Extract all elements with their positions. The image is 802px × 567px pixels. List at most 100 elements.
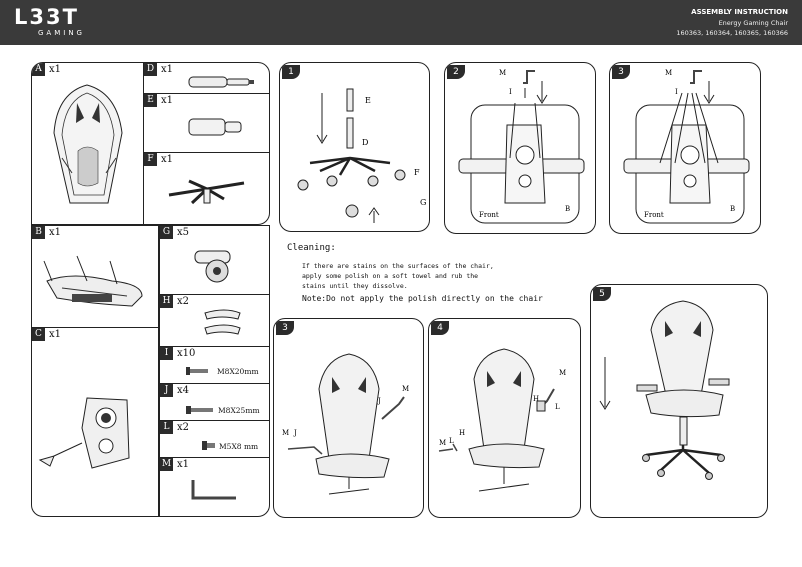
part-qty: x2	[177, 296, 190, 307]
label-i: I	[675, 88, 678, 96]
part-tag: I	[160, 347, 173, 360]
label-i: I	[509, 88, 512, 96]
part-c-panel: C x1	[31, 327, 159, 517]
label-b: B	[730, 205, 735, 213]
step-3b-panel: 3 M J M J	[273, 318, 424, 518]
bolt-spec: M8X20mm	[217, 367, 259, 376]
label-b: B	[565, 205, 570, 213]
label-h-2: H	[459, 429, 465, 437]
doc-title: ASSEMBLY INSTRUCTION	[691, 8, 788, 16]
step-4-illustration: M L H M L H	[438, 348, 566, 492]
cleaning-title: Cleaning:	[287, 243, 336, 253]
part-j-panel: J x4 M8X25mm	[159, 383, 270, 421]
label-m-2: M	[439, 439, 446, 447]
part-d-panel: D x1	[143, 62, 270, 94]
star-base-illustration	[168, 179, 245, 205]
allen-key-icon	[191, 480, 236, 500]
part-qty: x5	[177, 227, 190, 238]
chair-backrest-illustration	[53, 84, 123, 204]
label-m-2: M	[282, 429, 289, 437]
step-3a-panel: 3 M I Front B	[609, 62, 761, 234]
label-f: F	[414, 168, 420, 177]
label-e: E	[365, 96, 371, 105]
part-qty: x4	[177, 385, 190, 396]
cleaning-line-1: If there are stains on the surfaces of t…	[302, 262, 494, 270]
label-m: M	[665, 69, 672, 77]
step-3b-illustration: M J M J	[282, 353, 409, 495]
part-m-panel: M x1	[159, 457, 270, 517]
part-tag: C	[32, 328, 45, 341]
part-g-panel: G x5	[159, 225, 270, 295]
part-qty: x10	[177, 348, 196, 359]
part-tag: B	[32, 226, 45, 239]
mechanism-illustration	[38, 397, 130, 469]
part-qty: x1	[161, 64, 174, 75]
part-qty: x1	[161, 154, 174, 165]
seat-illustration	[43, 255, 143, 307]
part-i-panel: I x10 M8X20mm	[159, 346, 270, 384]
bolt-spec: M8X25mm	[218, 406, 260, 415]
part-qty: x1	[49, 64, 62, 75]
step-number: 2	[447, 65, 465, 79]
step-number: 3	[276, 321, 294, 335]
part-qty: x1	[177, 459, 190, 470]
armrest-bracket-illustration	[204, 309, 241, 335]
part-f-panel: F x1	[143, 152, 270, 225]
label-m: M	[559, 369, 566, 377]
part-tag: F	[144, 153, 157, 166]
label-d: D	[362, 138, 368, 147]
part-b-panel: B x1	[31, 225, 159, 328]
model-numbers: 160363, 160364, 160365, 160366	[676, 29, 788, 37]
label-j: J	[377, 397, 381, 405]
label-front: Front	[479, 211, 499, 219]
step-3a-illustration: M I Front B	[623, 69, 750, 224]
label-m: M	[499, 69, 506, 77]
step-number: 4	[431, 321, 449, 335]
bolt-m8x25-icon	[186, 406, 213, 414]
step-number: 1	[282, 65, 300, 79]
header-bar: L33T GAMING ASSEMBLY INSTRUCTION Energy …	[0, 0, 802, 45]
part-tag: L	[160, 421, 173, 434]
step-2-panel: 2 M I Front B	[444, 62, 596, 234]
step-2-illustration: M I Front B	[458, 69, 585, 224]
label-h: H	[533, 395, 539, 403]
label-j-2: J	[293, 429, 297, 437]
brand-logo-sub: GAMING	[38, 29, 85, 37]
cleaning-note: Note:Do not apply the polish directly on…	[302, 294, 543, 303]
part-tag: G	[160, 226, 173, 239]
step-1-panel: 1 E D F G	[279, 62, 430, 232]
screw-m5x8-icon	[202, 441, 215, 450]
step-1-illustration: E D F G	[297, 88, 426, 223]
step-5-panel: 5	[590, 284, 768, 518]
product-name: Energy Gaming Chair	[718, 19, 788, 27]
part-tag: A	[32, 63, 45, 76]
step-number: 5	[593, 287, 611, 301]
part-tag: M	[160, 458, 173, 471]
part-qty: x1	[49, 227, 62, 238]
part-tag: H	[160, 295, 173, 308]
part-e-panel: E x1	[143, 93, 270, 153]
bolt-m8x20-icon	[186, 367, 208, 375]
part-a-panel: A x1	[31, 62, 144, 225]
part-qty: x2	[177, 422, 190, 433]
label-l-2: L	[449, 437, 454, 445]
label-g: G	[420, 198, 426, 207]
label-front: Front	[644, 211, 664, 219]
brand-logo: L33T	[14, 5, 79, 29]
cleaning-line-3: stains until they dissolve.	[302, 282, 408, 290]
step-4-panel: 4 M L H M L H	[428, 318, 581, 518]
cleaning-line-2: apply some polish on a soft towel and ru…	[302, 272, 479, 280]
caster-wheel-illustration	[194, 250, 231, 283]
part-h-panel: H x2	[159, 294, 270, 347]
part-l-panel: L x2 M5X8 mm	[159, 420, 270, 458]
part-tag: D	[144, 63, 157, 76]
step-5-illustration	[599, 300, 730, 480]
step-number: 3	[612, 65, 630, 79]
gas-lift-cover-illustration	[188, 118, 242, 136]
part-qty: x1	[161, 95, 174, 106]
label-m: M	[402, 385, 409, 393]
label-l: L	[555, 403, 560, 411]
part-qty: x1	[49, 329, 62, 340]
part-tag: J	[160, 384, 173, 397]
part-tag: E	[144, 94, 157, 107]
